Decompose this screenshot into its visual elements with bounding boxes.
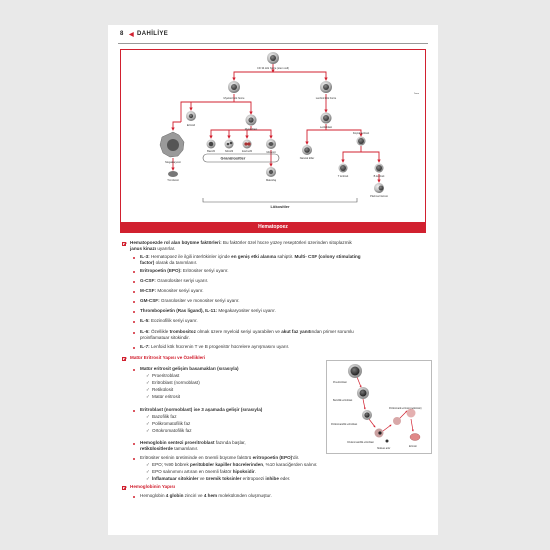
label-granulocytes: Granülositler: [221, 156, 246, 161]
item-gcsf: G-CSF: Granülositer seriyi uyarır.: [140, 278, 209, 283]
bullet-icon: [133, 311, 136, 314]
figure-credit: Yazar: [414, 93, 419, 95]
eb-item: Polikromatofilik faz: [152, 421, 191, 426]
hematopoiesis-diagram: CD 34 kök hücre (stem cell) Myeloid kök …: [159, 52, 419, 209]
bullet-icon: [133, 281, 136, 284]
book-page: 8 ◀ DAHİLİYE: [108, 25, 438, 535]
label-lymphoid: Lenfoid kök hücre: [316, 96, 337, 100]
checkbox-icon: [122, 486, 126, 490]
label-erythrocyte: Eritrosit: [409, 445, 417, 448]
bullet-icon: [133, 291, 136, 294]
label-megakaryocyte: Megakaryosit: [165, 160, 181, 164]
bullet-icon: [133, 443, 136, 446]
section-hemoglobin-title: Hemoglobinin Yapısı: [130, 484, 176, 489]
epo-main: Eritrositer serinin üretiminde en önemli…: [140, 455, 300, 460]
check-icon: ✓: [146, 394, 150, 399]
item-gmcsf: GM-CSF: Granülositer ve monositer seriyi…: [140, 298, 240, 303]
label-monocyte: Monosit: [266, 150, 275, 154]
section-title: DAHİLİYE: [137, 31, 169, 37]
erythropoiesis-figure: Proeritroblast Bazofilik eritroblast Pol…: [326, 360, 432, 454]
check-icon: ✓: [146, 428, 150, 433]
item-il3: IL-3: Hematopoez ile ilgili interlökinle…: [140, 254, 361, 259]
label-reticulocyte: Polikromatik eritrosit (retikülosit): [389, 407, 422, 410]
label-polychromatophilic: Polikromatofilik eritroblast: [331, 423, 358, 426]
bullet-icon: [133, 257, 136, 260]
check-icon: ✓: [146, 373, 150, 378]
item-il5: IL-5: Eozinofilik seriyi uyarır.: [140, 318, 198, 323]
erythropoiesis-diagram: Proeritroblast Bazofilik eritroblast Pol…: [331, 364, 422, 450]
bullet-icon: [133, 347, 136, 350]
label-leukocytes: Lökositler: [270, 204, 290, 209]
eb-item: Bazofilik faz: [152, 414, 177, 419]
label-lymphoblast: Lenfoblast: [320, 125, 332, 129]
label-basophil: Bazofil: [207, 149, 215, 153]
check-icon: ✓: [146, 462, 150, 467]
bullet-icon: [133, 458, 136, 461]
figure-caption: Hematopoez: [120, 222, 426, 233]
item-il3-cont: factor) olarak da tanımlanır.: [140, 260, 198, 265]
bullet-icon: [133, 410, 136, 413]
check-icon: ✓: [146, 387, 150, 392]
epo-item-3: İnflamatuar sitokinler ve üremik toksinl…: [152, 476, 291, 481]
label-thrombocyte: Trombosit: [167, 178, 179, 182]
stage-item: Eritroblast (normoblast): [152, 380, 200, 385]
epo-item-1: EPO; %90 böbrek peritübüler kapiller hüc…: [152, 462, 318, 467]
check-icon: ✓: [146, 380, 150, 385]
hemoglobin-structure: Hemoglobin 4 globin zinciri ve 4 hem mol…: [140, 493, 272, 498]
stage-item: Matür eritrosit: [152, 394, 181, 399]
section-mature-erythrocyte-title: Matür Eritrosit Yapısı ve Özellikleri: [130, 355, 206, 360]
item-il6: IL-6: Özellikle trombositoz olmak üzere …: [140, 329, 354, 334]
label-basophilic: Bazofilik eritroblast: [333, 399, 353, 402]
label-b-cell: B lenfosit: [374, 174, 385, 178]
growth-factors-intro: Hematopoezde rol alan büyüme faktörleri:…: [130, 240, 352, 245]
label-plasma: Plazma hücresi: [370, 194, 388, 198]
checkbox-icon: [122, 357, 126, 361]
bullet-icon: [133, 496, 136, 499]
arrow-left-icon: ◀: [129, 32, 134, 38]
label-neutrophil: Nötrofil: [225, 149, 234, 153]
item-mcsf: M-CSF: Monositer seriyi uyarır.: [140, 288, 204, 293]
check-icon: ✓: [146, 414, 150, 419]
checkbox-icon: [122, 242, 126, 246]
label-eosinophil: Eozinofil: [242, 149, 252, 153]
label-nk: Natural killer: [300, 156, 315, 160]
label-stem: CD 34 kök hücre (stem cell): [257, 66, 289, 70]
page-header: 8 ◀ DAHİLİYE: [118, 31, 428, 44]
bullet-icon: [133, 332, 136, 335]
bullet-icon: [133, 369, 136, 372]
label-myeloblast: Myeloblast: [245, 127, 258, 131]
item-il7: IL-7: Lenfoid kök hücrenin T ve B progen…: [140, 344, 290, 349]
label-macrophage: Makrofaj: [266, 178, 276, 182]
label-proeritroblast: Proeritroblast: [333, 381, 347, 384]
label-erythroid: Eritroid: [187, 123, 196, 127]
stage-item: Retikülosit: [152, 387, 174, 392]
hematopoiesis-figure: CD 34 kök hücre (stem cell) Myeloid kök …: [120, 49, 426, 223]
epo-item-2: EPO salınımını artıran en önemli faktör …: [152, 469, 256, 474]
item-il6-cont: proinflamatuar sitokindir.: [140, 335, 190, 340]
thrombocyte-icon: [168, 171, 178, 177]
label-orthochromatophilic: Ortokromatofilik eritroblast: [347, 441, 374, 444]
bullet-icon: [133, 271, 136, 274]
stage-item: Proeritroblast: [152, 373, 180, 378]
growth-factors-intro-2: janus kinazı uyarırlar.: [130, 246, 176, 251]
stages-title: Matür eritrosit gelişim basamakları (sır…: [140, 366, 239, 371]
check-icon: ✓: [146, 421, 150, 426]
eb-item: Ortokromatofilik faz: [152, 428, 192, 433]
check-icon: ✓: [146, 469, 150, 474]
label-myeloid: Myeloid kök hücre: [224, 96, 245, 100]
check-icon: ✓: [146, 476, 150, 481]
eb-title: Eritroblast (normoblast) ise 3 aşamada g…: [140, 407, 263, 412]
label-t-cell: T lenfosit: [338, 174, 349, 178]
hb-synthesis: Hemoglobin sentezi proeritroblast fazınd…: [140, 440, 246, 445]
page-number: 8: [120, 31, 124, 37]
item-tpo: Thrombopoietin (Ras ligand), IL-11: Mega…: [140, 308, 276, 313]
label-nucleus-expelled: Nükleus atılır: [377, 447, 391, 450]
item-epo: Eritropoetin (EPO): Eritrositer seriyi u…: [140, 268, 229, 273]
bullet-icon: [133, 321, 136, 324]
bullet-icon: [133, 301, 136, 304]
hb-synthesis-cont: retikülositlerde tamamlanır.: [140, 446, 199, 451]
label-small-lymph: Küçük lenfosit: [353, 131, 369, 135]
